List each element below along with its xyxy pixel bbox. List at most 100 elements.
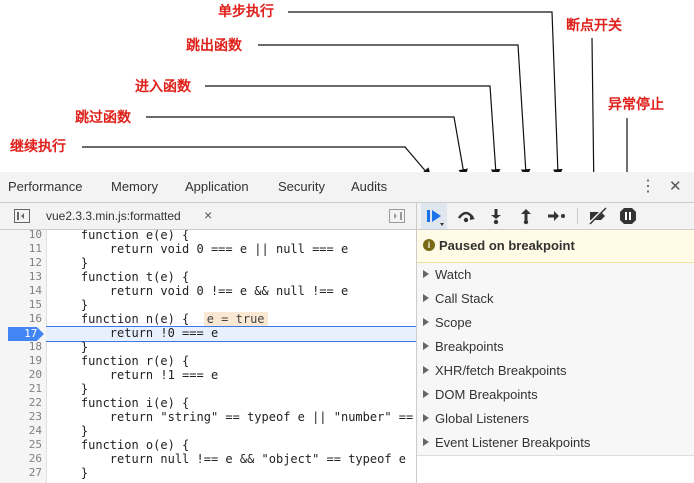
section-label: Watch [435,267,472,282]
tab-memory[interactable]: Memory [111,179,158,194]
tab-security[interactable]: Security [278,179,325,194]
section-label: Global Listeners [435,411,529,426]
code-line-text: function n(e) { [52,312,204,326]
paused-banner: i Paused on breakpoint [417,230,694,263]
toggle-navigator-icon[interactable] [14,209,30,223]
tab-performance[interactable]: Performance [8,179,83,194]
section-watch[interactable]: Watch [417,263,694,288]
section-call-stack[interactable]: Call Stack [417,287,694,312]
section-xhr-fetch-breakpoints[interactable]: XHR/fetch Breakpoints [417,359,694,384]
line-number: 10 [28,230,42,241]
step-over-icon [457,211,475,223]
code-line: } [52,340,89,354]
expand-arrow-icon [423,366,429,374]
section-global-listeners[interactable]: Global Listeners [417,407,694,432]
pause-on-exceptions-icon [620,208,636,224]
expand-arrow-icon [423,342,429,350]
code-line: return "string" == typeof e || "number" … [52,410,414,424]
code-line: } [52,466,89,480]
code-line: } [52,298,89,312]
line-number: 27 [28,466,42,479]
step-icon [548,211,565,221]
code-line: function o(e) { [52,438,190,452]
line-number: 22 [28,396,42,409]
line-number: 11 [28,242,42,255]
section-dom-breakpoints[interactable]: DOM Breakpoints [417,383,694,408]
section-scope[interactable]: Scope [417,311,694,336]
annotation-step-into: 进入函数 [135,79,191,95]
step-over-button[interactable] [453,203,479,229]
step-button[interactable] [543,203,569,229]
breakpoint-line-number: 17 [24,327,38,340]
step-out-icon [521,209,531,225]
section-label: DOM Breakpoints [435,387,538,402]
section-label: Scope [435,315,472,330]
info-icon: i [423,239,435,251]
expand-arrow-icon [423,294,429,302]
expand-arrow-icon [423,318,429,326]
line-number-gutter[interactable] [0,230,47,483]
expand-arrow-icon [423,270,429,278]
line-number: 15 [28,298,42,311]
expand-arrow-icon [423,438,429,446]
line-number: 19 [28,354,42,367]
code-editor[interactable]: 17 10 11 12 13 14 15 16 18 19 20 21 22 2… [0,230,416,483]
code-line-current: return !0 === e [52,326,219,340]
code-line: } [52,256,89,270]
line-number: 24 [28,424,42,437]
annotation-step-over: 跳过函数 [75,110,131,126]
expand-arrow-icon [423,390,429,398]
annotation-pause-exceptions: 异常停止 [608,97,664,113]
code-line: return !1 === e [52,368,219,382]
paused-message: Paused on breakpoint [439,238,575,253]
breakpoint-marker[interactable]: 17 [8,327,44,341]
deactivate-breakpoints-icon [587,206,607,226]
resume-button[interactable] [421,203,447,229]
code-line: function t(e) { [52,270,190,284]
code-line: return void 0 === e || null === e [52,242,349,256]
line-number: 13 [28,270,42,283]
code-line: } [52,382,89,396]
close-devtools-icon[interactable]: ✕ [669,178,682,195]
inline-variable-value: e = true [203,312,268,326]
step-into-button[interactable] [483,203,509,229]
more-options-icon[interactable]: ⋮ [640,178,656,195]
code-line: return void 0 !== e && null !== e [52,284,349,298]
pause-on-exceptions-button[interactable] [615,203,641,229]
line-number: 16 [28,312,42,325]
deactivate-breakpoints-button[interactable] [585,203,611,229]
line-number: 26 [28,452,42,465]
toggle-debugger-icon[interactable] [389,209,405,223]
code-line: function e(e) { [52,230,190,242]
line-number: 14 [28,284,42,297]
annotation-toggle-breakpoints: 断点开关 [566,18,622,34]
file-tab-name[interactable]: vue2.3.3.min.js:formatted [46,209,181,223]
code-line: } [52,424,89,438]
debugger-sidebar: i Paused on breakpoint Watch Call Stack … [417,230,694,483]
line-number: 23 [28,410,42,423]
debugger-toolbar [417,203,694,230]
annotation-step-out: 跳出函数 [186,38,242,54]
line-number: 25 [28,438,42,451]
section-label: Event Listener Breakpoints [435,435,591,450]
source-file-bar: vue2.3.3.min.js:formatted × [0,203,416,230]
code-line: return null !== e && "object" == typeof … [52,452,407,466]
file-tab-close-icon[interactable]: × [204,207,213,223]
section-breakpoints[interactable]: Breakpoints [417,335,694,360]
resume-icon [427,210,444,226]
line-number: 12 [28,256,42,269]
tab-audits[interactable]: Audits [351,179,388,194]
step-out-button[interactable] [513,203,539,229]
code-line: function n(e) { e = true [52,312,268,326]
code-line: function i(e) { [52,396,190,410]
line-number: 21 [28,382,42,395]
annotation-resume: 继续执行 [10,139,66,155]
pane-divider[interactable] [416,203,417,483]
line-number: 18 [28,340,42,353]
section-label: Call Stack [435,291,494,306]
section-label: XHR/fetch Breakpoints [435,363,567,378]
current-execution-line [46,326,416,342]
tab-application[interactable]: Application [185,179,249,194]
section-event-listener-breakpoints[interactable]: Event Listener Breakpoints [417,431,694,456]
